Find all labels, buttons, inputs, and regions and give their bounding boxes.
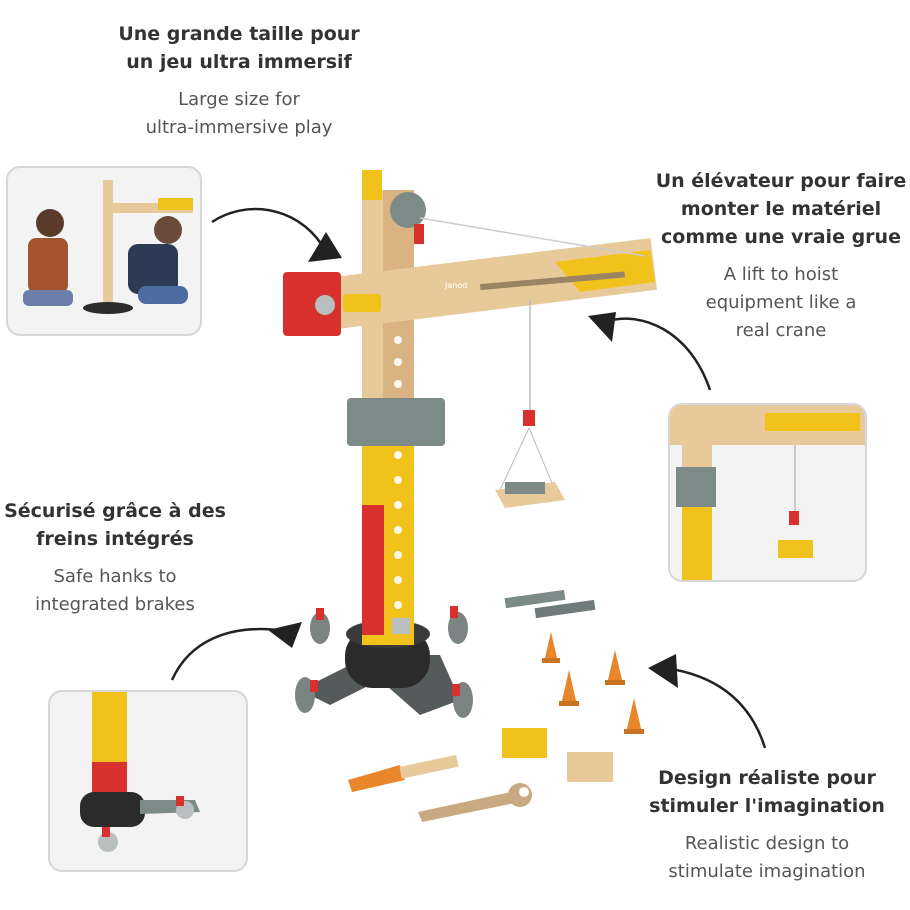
inset-play-scene: [6, 166, 202, 336]
callout-arrows: [170, 207, 767, 749]
caption-en: A lift to hoist equipment like a real cr…: [705, 264, 857, 341]
caption-fr: Sécurisé grâce à des freins intégrés: [4, 500, 226, 550]
brand-label: Janod: [444, 281, 467, 290]
crane-mast: [347, 170, 445, 645]
caption-en: Large size for ultra-immersive play: [145, 89, 333, 138]
crane-jib: Janod: [283, 192, 657, 336]
arrow-1: [211, 207, 324, 246]
caption-fr: Un élévateur pour faire monter le matéri…: [655, 170, 907, 248]
arrow-4: [664, 666, 767, 749]
arrow-3: [170, 627, 279, 681]
inset-lift-detail: [668, 403, 867, 582]
inset-brake-detail: [48, 690, 248, 872]
accessories: [348, 589, 644, 822]
caption-fr: Design réaliste pour stimuler l'imaginat…: [649, 767, 885, 817]
caption-fr: Une grande taille pour un jeu ultra imme…: [118, 23, 360, 73]
arrow-heads: [268, 232, 678, 688]
caption-large-size: Une grande taille pour un jeu ultra imme…: [100, 20, 378, 142]
caption-lift: Un élévateur pour faire monter le matéri…: [642, 167, 910, 345]
caption-design: Design réaliste pour stimuler l'imaginat…: [636, 764, 898, 886]
caption-brakes: Sécurisé grâce à des freins intégrés Saf…: [0, 497, 236, 619]
caption-en: Safe hanks to integrated brakes: [35, 566, 195, 615]
crane-hook: [495, 300, 565, 508]
arrow-2: [604, 317, 712, 391]
caption-en: Realistic design to stimulate imaginatio…: [668, 833, 866, 882]
